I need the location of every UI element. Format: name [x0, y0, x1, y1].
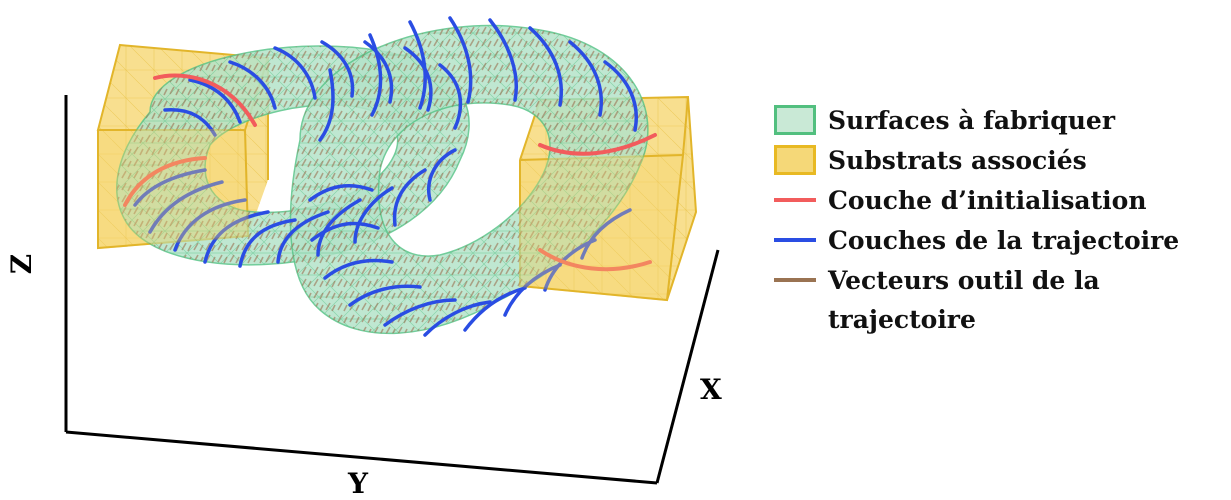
legend-swatch-traj-layers: [774, 238, 816, 242]
legend-swatch-init-layer: [774, 198, 816, 202]
y-axis-line: [65, 430, 658, 485]
y-axis-label: Y: [348, 467, 368, 500]
legend-swatch-tool-vectors: [774, 278, 816, 282]
x-axis-label: X: [700, 373, 722, 406]
legend-item-tool-vectors: Vecteurs outil de la: [774, 260, 1224, 300]
legend-item-init-layer: Couche d’initialisation: [774, 180, 1224, 220]
legend-label-surfaces: Surfaces à fabriquer: [828, 105, 1115, 135]
substrate-front-faces: [97, 129, 685, 302]
legend-label-substrates: Substrats associés: [828, 145, 1087, 175]
legend-item-substrates: Substrats associés: [774, 140, 1224, 180]
legend-swatch-surfaces: [774, 105, 816, 135]
surface-right-link: [289, 24, 649, 335]
legend-swatch-substrates: [774, 145, 816, 175]
initialization-layer: [123, 73, 657, 272]
legend-label-traj-layers: Couches de la trajectoire: [828, 225, 1180, 255]
legend: Surfaces à fabriquer Substrats associés …: [774, 100, 1224, 340]
legend-label-init-layer: Couche d’initialisation: [828, 185, 1147, 215]
legend-item-surfaces: Surfaces à fabriquer: [774, 100, 1224, 140]
legend-label-tool-vectors-cont: trajectoire: [828, 305, 976, 334]
axes-frame: [64, 95, 720, 485]
x-axis-line: [655, 249, 720, 484]
trajectory-layers: [133, 16, 638, 337]
z-axis-label: Z: [5, 253, 39, 275]
legend-item-traj-layers: Couches de la trajectoire: [774, 220, 1224, 260]
legend-label-tool-vectors: Vecteurs outil de la: [828, 265, 1100, 295]
